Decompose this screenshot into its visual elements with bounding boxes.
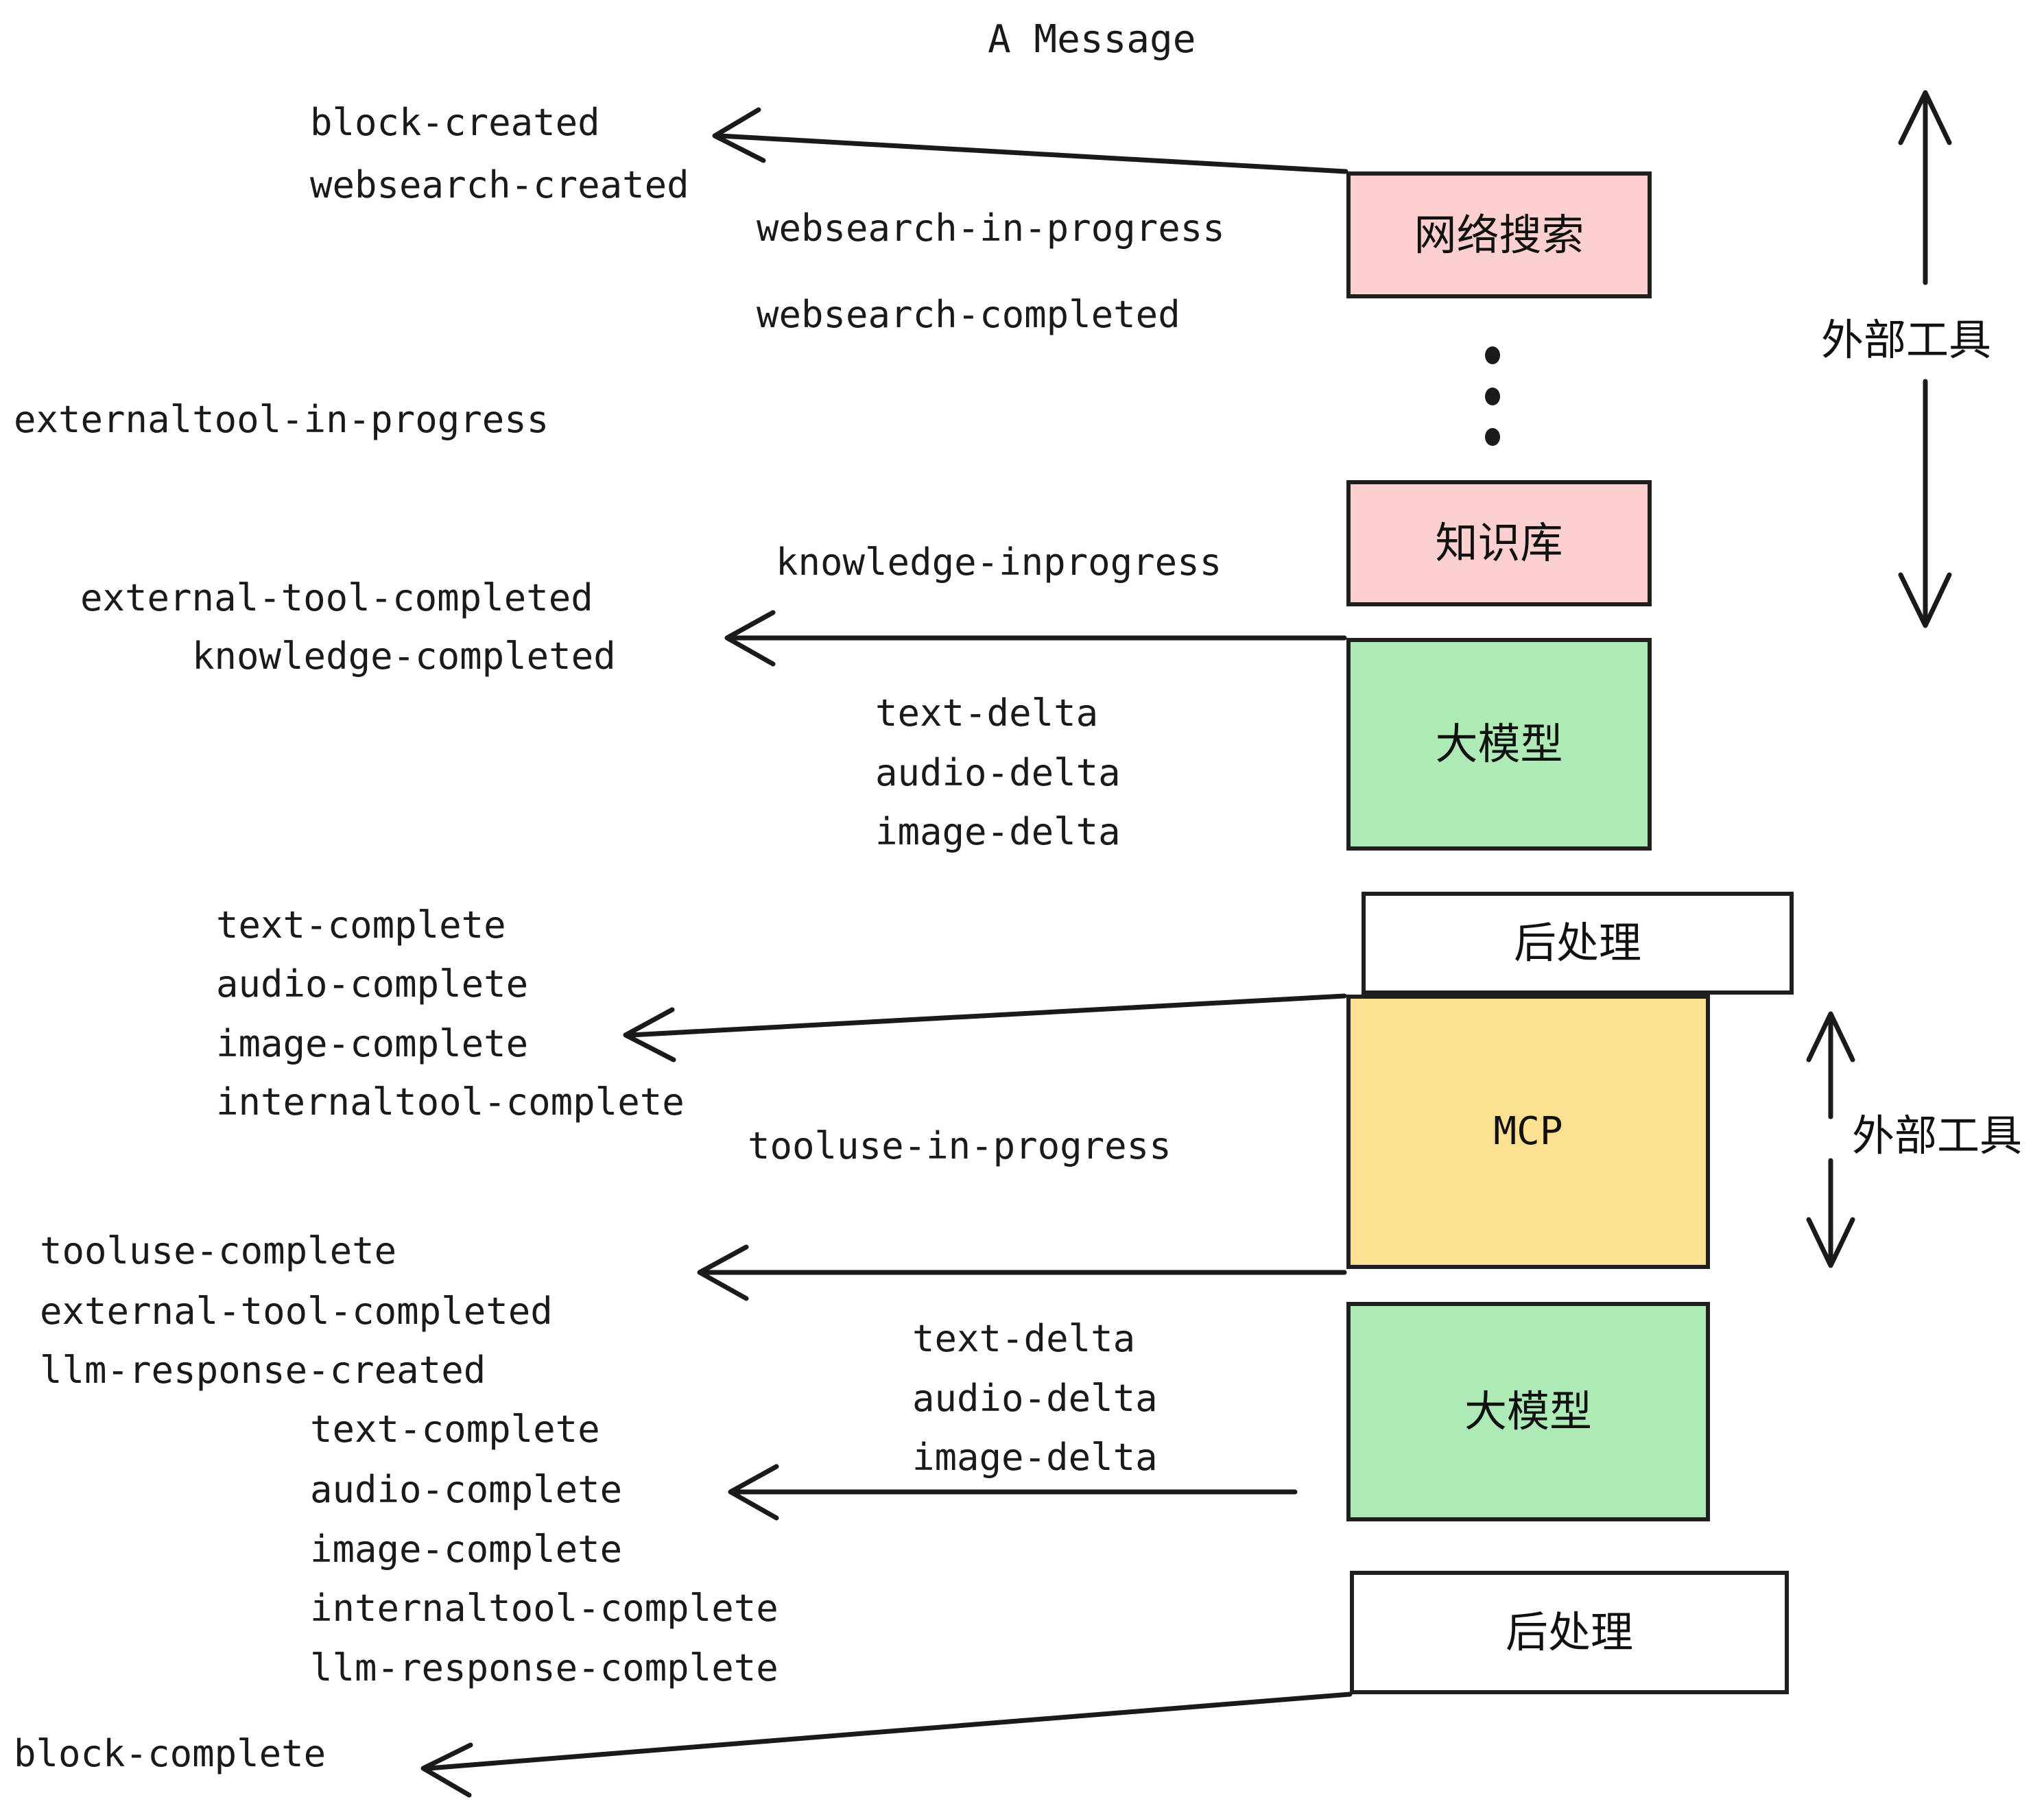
- event-external-tool-completed-1: external-tool-completed: [80, 576, 593, 619]
- group-label-external-tools-top: 外部工具: [1821, 315, 1992, 365]
- node-postprocess-top-label: 后处理: [1513, 918, 1641, 968]
- event-block-complete: block-complete: [14, 1732, 326, 1775]
- external-tools-range-bottom: [1806, 1011, 1855, 1268]
- event-websearch-completed: websearch-completed: [757, 293, 1180, 336]
- node-llm-top[interactable]: 大模型: [1346, 638, 1652, 851]
- arrow-to-tooluse-complete: [697, 1244, 1347, 1301]
- group-label-external-tools-bottom: 外部工具: [1852, 1111, 2023, 1161]
- event-tooluse-complete: tooluse-complete: [40, 1229, 397, 1272]
- node-llm-bottom-label: 大模型: [1464, 1386, 1592, 1436]
- event-image-delta-1: image-delta: [875, 810, 1121, 853]
- event-externaltool-in-progress: externaltool-in-progress: [14, 398, 549, 441]
- node-websearch-label: 网络搜索: [1414, 209, 1584, 260]
- node-mcp[interactable]: MCP: [1346, 995, 1710, 1269]
- event-knowledge-completed: knowledge-completed: [192, 634, 616, 678]
- node-postprocess-bottom-label: 后处理: [1505, 1607, 1633, 1657]
- event-internaltool-complete-1: internaltool-complete: [216, 1080, 685, 1124]
- event-audio-delta-2: audio-delta: [912, 1377, 1158, 1420]
- event-audio-complete-2: audio-complete: [310, 1468, 623, 1511]
- event-text-delta-2: text-delta: [912, 1317, 1136, 1360]
- event-tooluse-in-progress: tooluse-in-progress: [748, 1124, 1172, 1167]
- event-websearch-created: websearch-created: [310, 163, 689, 206]
- arrow-to-block-complete: [420, 1692, 1353, 1798]
- event-knowledge-inprogress: knowledge-inprogress: [776, 541, 1222, 584]
- arrow-to-block-created: [712, 107, 1348, 174]
- event-internaltool-complete-2: internaltool-complete: [310, 1587, 779, 1630]
- event-image-complete-1: image-complete: [216, 1022, 529, 1065]
- node-llm-top-label: 大模型: [1435, 719, 1563, 769]
- external-tools-range-top: [1898, 90, 1952, 628]
- event-image-delta-2: image-delta: [912, 1436, 1158, 1479]
- event-external-tool-completed-2: external-tool-completed: [40, 1290, 553, 1333]
- node-llm-bottom[interactable]: 大模型: [1346, 1302, 1710, 1521]
- arrow-to-image-complete: [623, 993, 1347, 1063]
- event-image-complete-2: image-complete: [310, 1528, 623, 1571]
- event-audio-delta-1: audio-delta: [875, 751, 1121, 794]
- arrow-to-knowledge-completed: [724, 610, 1347, 667]
- node-mcp-label: MCP: [1493, 1109, 1563, 1154]
- event-block-created: block-created: [310, 101, 600, 144]
- event-text-delta-1: text-delta: [875, 691, 1099, 735]
- event-text-complete-1: text-complete: [216, 903, 506, 947]
- diagram-title: A Message: [988, 17, 1196, 62]
- node-websearch[interactable]: 网络搜索: [1346, 171, 1652, 298]
- node-knowledge[interactable]: 知识库: [1346, 480, 1652, 606]
- node-postprocess-bottom[interactable]: 后处理: [1350, 1571, 1789, 1694]
- event-llm-response-complete: llm-response-complete: [310, 1646, 779, 1689]
- event-llm-response-created: llm-response-created: [40, 1349, 486, 1392]
- event-websearch-in-progress: websearch-in-progress: [757, 206, 1225, 250]
- event-text-complete-2: text-complete: [310, 1408, 600, 1451]
- arrow-to-audio-complete: [728, 1464, 1298, 1521]
- node-knowledge-label: 知识库: [1435, 518, 1563, 568]
- node-postprocess-top[interactable]: 后处理: [1362, 892, 1794, 995]
- event-audio-complete-1: audio-complete: [216, 962, 529, 1006]
- vertical-ellipsis-icon: [1484, 346, 1501, 446]
